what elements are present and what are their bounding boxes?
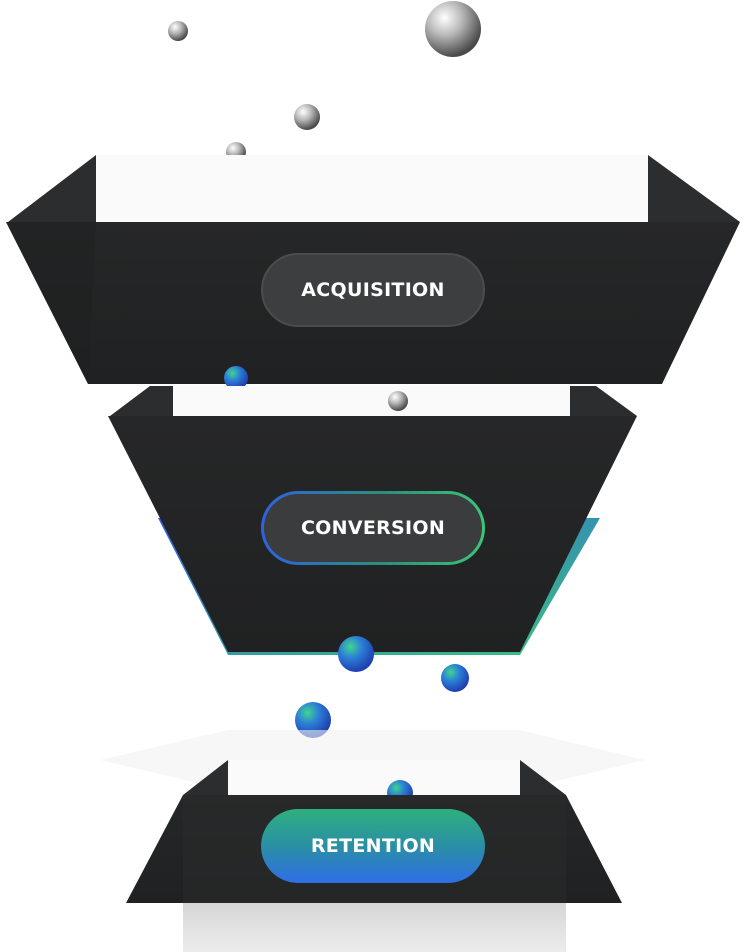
ball: [425, 1, 481, 57]
stage-label-text: RETENTION: [310, 835, 436, 857]
falling-balls-top: [168, 1, 536, 204]
stage-label-text: CONVERSION: [300, 517, 446, 539]
funnel-stage-acquisition: [6, 155, 740, 384]
stage-label-retention: RETENTION: [261, 809, 485, 883]
funnel-stage-conversion: [108, 386, 637, 655]
ball: [388, 391, 408, 411]
ball: [338, 636, 374, 672]
ball: [224, 366, 248, 390]
ball: [168, 21, 188, 41]
stage-label-inner: CONVERSION: [264, 494, 482, 562]
ball: [294, 104, 320, 130]
ball: [295, 702, 331, 738]
ball: [441, 664, 469, 692]
stage-label-conversion: CONVERSION: [261, 491, 485, 565]
falling-balls-middle: [295, 636, 469, 738]
stage-label-text: ACQUISITION: [301, 279, 445, 301]
stage-label-acquisition: ACQUISITION: [261, 253, 485, 327]
